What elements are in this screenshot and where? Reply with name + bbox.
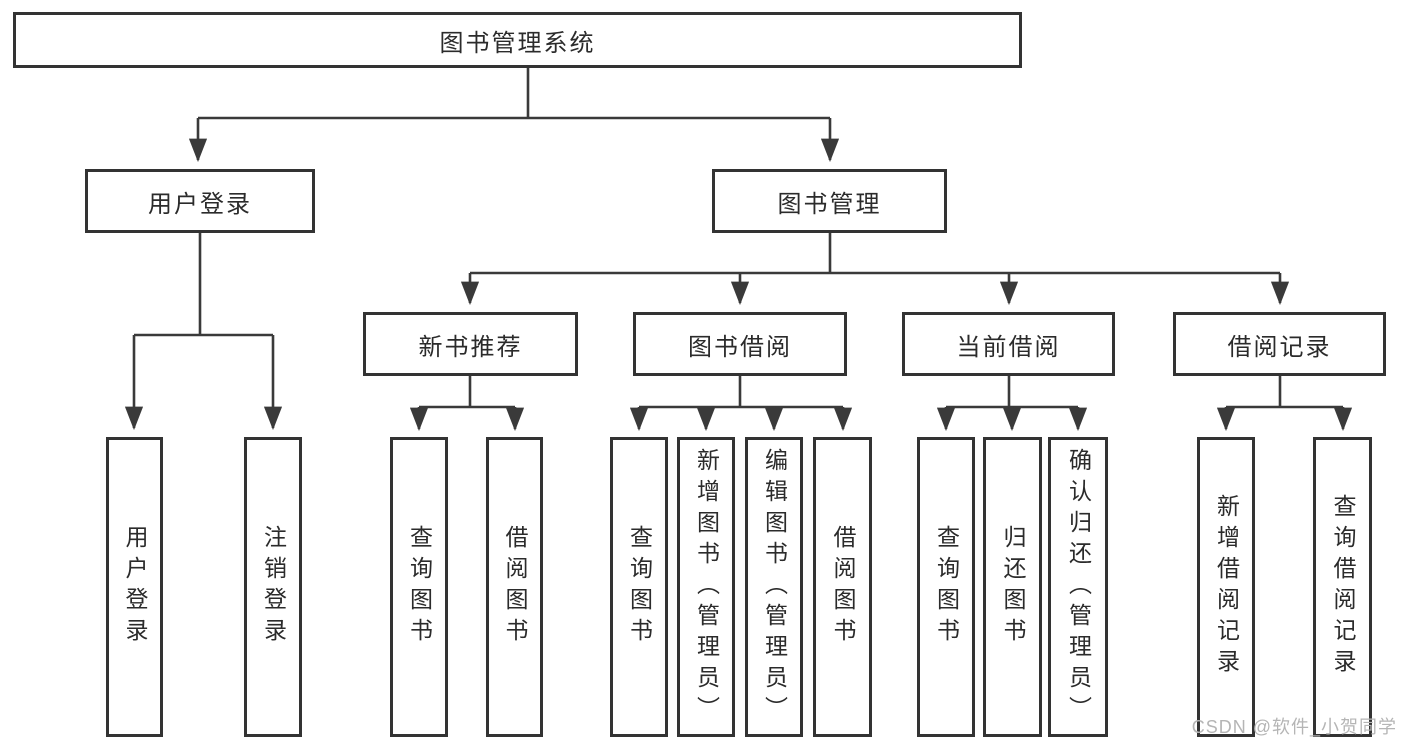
leaf-confirm-return-admin: 确认归还（管理员） [1048, 437, 1108, 737]
csdn-watermark: CSDN @软件_小贺同学 [1191, 717, 1397, 737]
node-borrow-records: 借阅记录 [1173, 312, 1386, 376]
leaf-edit-books-admin: 编辑图书（管理员） [745, 437, 803, 737]
leaf-borrow-books: 借阅图书 [813, 437, 872, 737]
leaf-add-borrow-record: 新增借阅记录 [1197, 437, 1255, 737]
node-new-book-recommend: 新书推荐 [363, 312, 578, 376]
node-root-library-system: 图书管理系统 [13, 12, 1022, 68]
leaf-borrow-query-books: 查询图书 [610, 437, 668, 737]
leaf-user-login: 用户登录 [106, 437, 163, 737]
node-book-management: 图书管理 [712, 169, 947, 233]
node-book-borrow: 图书借阅 [633, 312, 847, 376]
node-user-login: 用户登录 [85, 169, 315, 233]
leaf-current-query-books: 查询图书 [917, 437, 975, 737]
leaf-query-borrow-record: 查询借阅记录 [1313, 437, 1372, 737]
leaf-recommend-borrow-books: 借阅图书 [486, 437, 543, 737]
leaf-add-books-admin: 新增图书（管理员） [677, 437, 735, 737]
leaf-recommend-query-books: 查询图书 [390, 437, 448, 737]
node-current-borrow: 当前借阅 [902, 312, 1115, 376]
leaf-return-books: 归还图书 [983, 437, 1042, 737]
leaf-logout: 注销登录 [244, 437, 302, 737]
